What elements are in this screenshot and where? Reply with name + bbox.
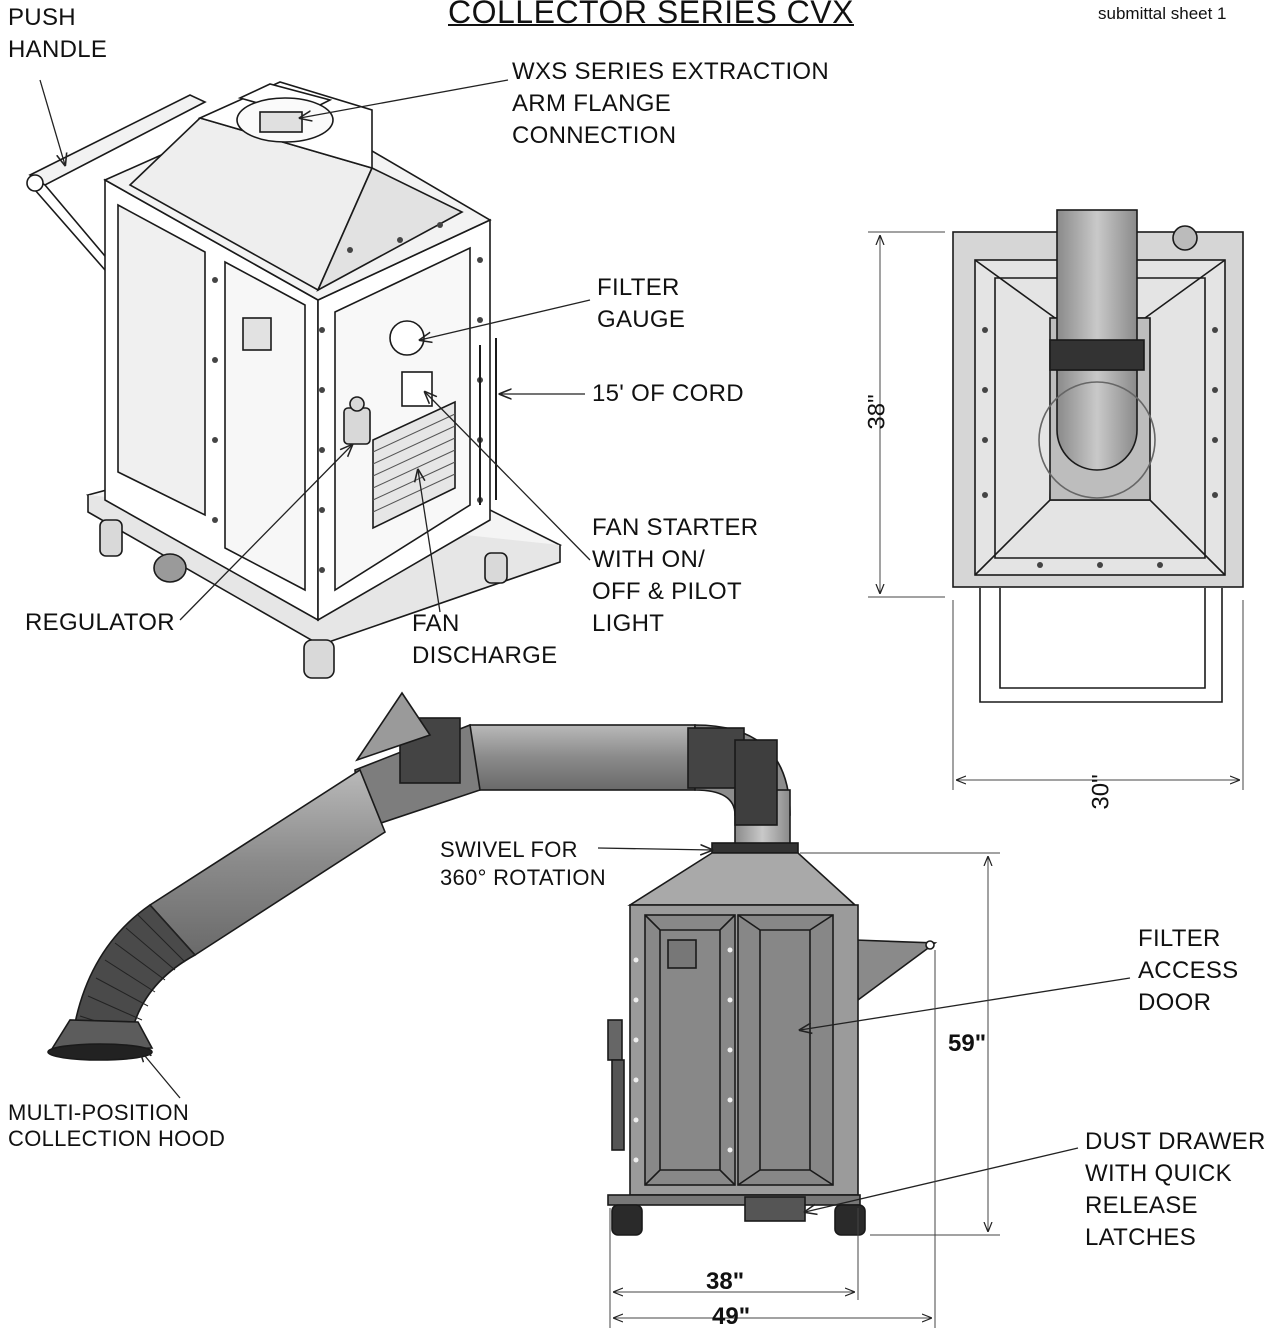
callout-line: WITH QUICK bbox=[1085, 1160, 1232, 1187]
leader-swivel bbox=[597, 848, 712, 850]
sheet-label: submittal sheet 1 bbox=[1098, 4, 1227, 23]
flex-hose-ribs bbox=[79, 904, 196, 1035]
iso-filter-gauge bbox=[389, 320, 425, 356]
callout-line: WITH ON/ bbox=[592, 546, 706, 573]
callout-line: ACCESS bbox=[1138, 957, 1239, 984]
callout-line: LATCHES bbox=[1085, 1224, 1197, 1251]
leader-lines bbox=[39, 79, 1131, 1212]
callout-line: PUSH bbox=[8, 4, 76, 31]
callout-line: FAN bbox=[412, 610, 460, 637]
leader-push-handle bbox=[39, 79, 65, 165]
callout-dust-drawer: DUST DRAWER WITH QUICK RELEASE LATCHES bbox=[1085, 1126, 1266, 1254]
callout-flange-connection: WXS SERIES EXTRACTION ARM FLANGE CONNECT… bbox=[512, 56, 829, 152]
callout-line: DUST DRAWER bbox=[1085, 1128, 1266, 1155]
callout-line: DISCHARGE bbox=[412, 642, 558, 669]
page-title: COLLECTOR SERIES CVX bbox=[448, 0, 854, 30]
callout-line: COLLECTION HOOD bbox=[8, 1126, 226, 1151]
leader-fan-starter bbox=[425, 392, 591, 561]
dimension-lines bbox=[609, 231, 1244, 1328]
callout-swivel: SWIVEL FOR 360° ROTATION bbox=[440, 836, 606, 892]
callout-line: OFF & PILOT bbox=[592, 578, 742, 605]
callout-push-handle: PUSH HANDLE bbox=[8, 2, 107, 66]
isometric-collector-view bbox=[26, 81, 563, 679]
dim-overall-width: 49" bbox=[712, 1303, 751, 1330]
callout-line: RELEASE bbox=[1085, 1192, 1198, 1219]
top-view-drawing bbox=[952, 209, 1244, 703]
callout-collection-hood: MULTI-POSITION COLLECTION HOOD bbox=[8, 1100, 225, 1152]
callout-line: CONNECTION bbox=[512, 122, 677, 149]
front-view-drawing bbox=[607, 852, 938, 1236]
callout-line: GAUGE bbox=[597, 306, 686, 333]
leader-filter-gauge bbox=[420, 299, 591, 340]
callout-line: ARM FLANGE bbox=[512, 90, 672, 117]
callout-line: HANDLE bbox=[8, 36, 108, 63]
callout-line: REGULATOR bbox=[25, 609, 175, 636]
callout-line: 360° ROTATION bbox=[440, 865, 606, 890]
leader-dust-drawer bbox=[805, 1147, 1079, 1212]
leader-hood bbox=[140, 1050, 181, 1099]
callout-line: FILTER bbox=[597, 274, 680, 301]
callout-filter-access-door: FILTER ACCESS DOOR bbox=[1138, 923, 1239, 1019]
iso-regulator bbox=[343, 396, 371, 445]
dim-top-view-width: 30" bbox=[1087, 774, 1115, 810]
callout-regulator: REGULATOR bbox=[25, 607, 175, 639]
callout-cord: 15' OF CORD bbox=[592, 378, 744, 410]
extraction-arm-drawing bbox=[47, 691, 799, 1061]
callout-line: LIGHT bbox=[592, 610, 665, 637]
callout-line: DOOR bbox=[1138, 989, 1212, 1016]
iso-casters bbox=[99, 519, 508, 679]
dim-side-height: 59" bbox=[948, 1030, 987, 1057]
callout-fan-starter: FAN STARTER WITH ON/ OFF & PILOT LIGHT bbox=[592, 512, 758, 640]
iso-fan-discharge bbox=[372, 400, 456, 530]
leader-fan-discharge bbox=[418, 470, 441, 613]
push-handle-drawing bbox=[26, 94, 207, 271]
dim-base-width: 38" bbox=[706, 1268, 745, 1295]
callout-line: FILTER bbox=[1138, 925, 1221, 952]
callout-line: 15' OF CORD bbox=[592, 380, 744, 407]
callout-filter-gauge: FILTER GAUGE bbox=[597, 272, 685, 336]
callout-fan-discharge: FAN DISCHARGE bbox=[412, 608, 557, 672]
callout-line: SWIVEL FOR bbox=[440, 837, 578, 862]
leader-filter-access bbox=[800, 977, 1131, 1030]
leader-regulator bbox=[179, 445, 352, 621]
callout-line: WXS SERIES EXTRACTION bbox=[512, 58, 830, 85]
callout-line: MULTI-POSITION bbox=[8, 1100, 190, 1125]
dim-top-view-height: 38" bbox=[863, 394, 891, 430]
leader-flange bbox=[300, 79, 509, 118]
callout-line: FAN STARTER bbox=[592, 514, 759, 541]
